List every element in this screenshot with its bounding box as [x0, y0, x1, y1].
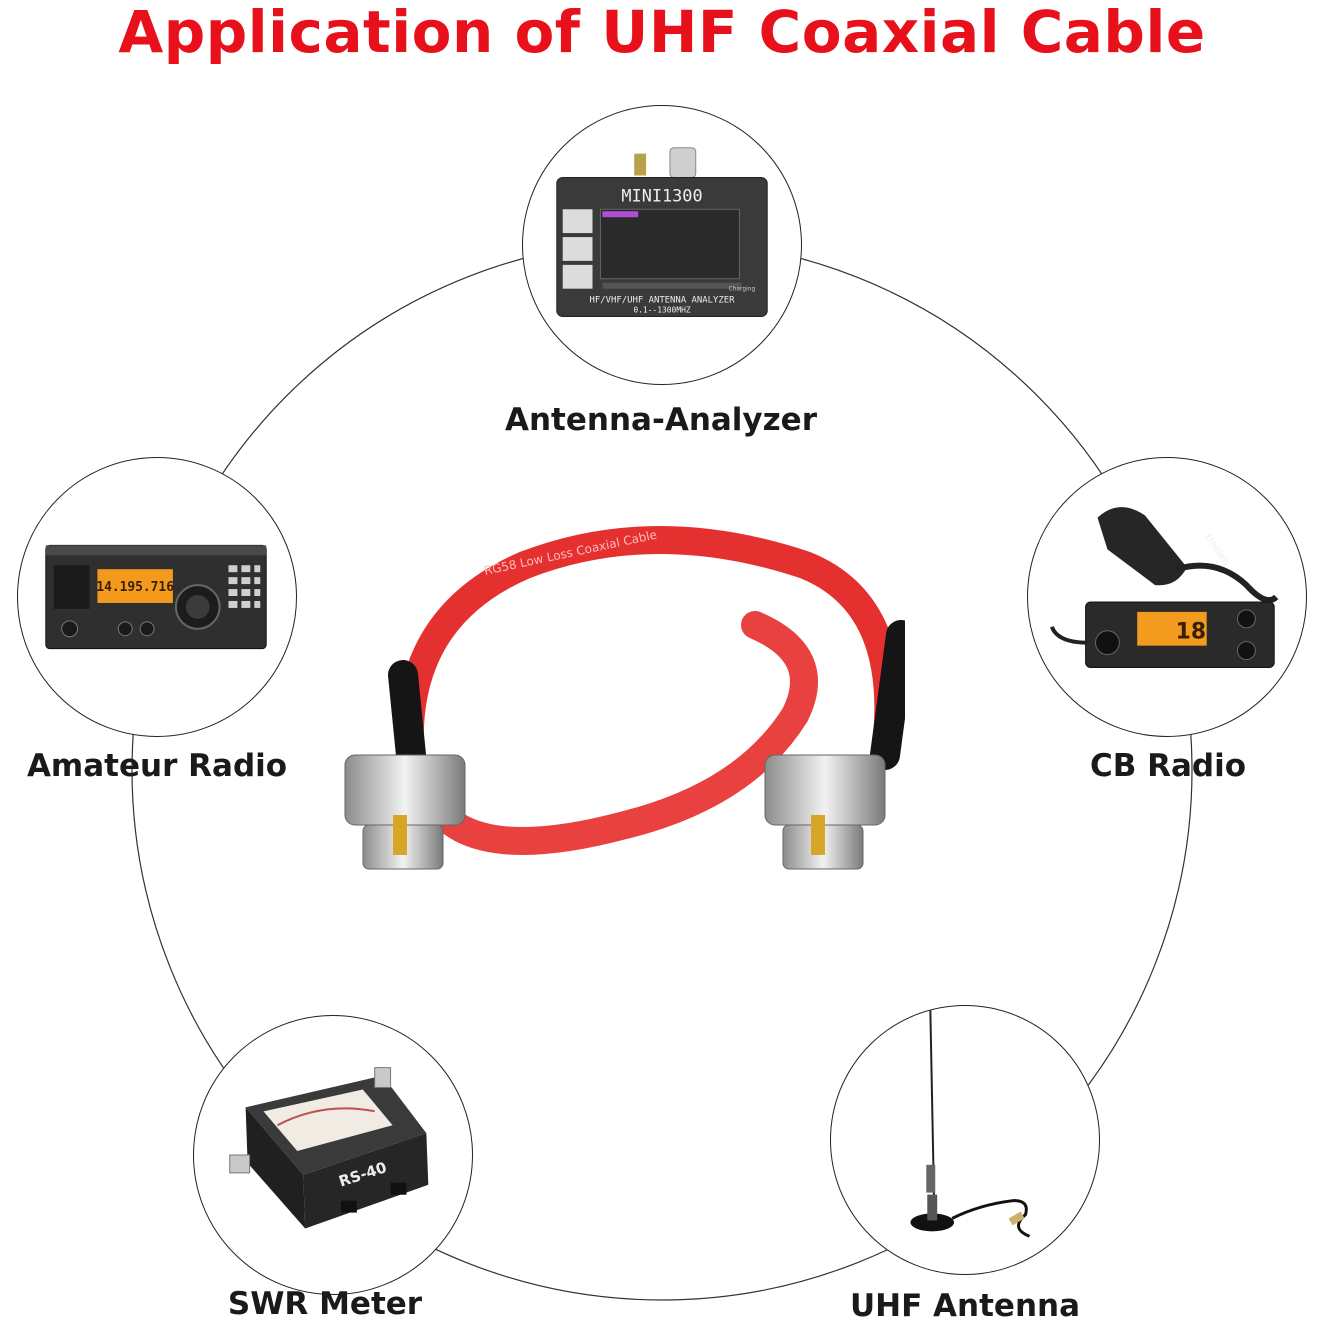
antenna-analyzer-node: MINI1300 HF/VHF/UHF ANTENNA ANALYZER 0.1… [522, 105, 802, 385]
analyzer-brand: MINI1300 [621, 185, 702, 205]
cb-radio-icon: Uniden 18 [1049, 507, 1279, 668]
left-uhf-connector [344, 754, 466, 870]
cable-loop-back [395, 526, 903, 809]
cable-loop-front [421, 611, 818, 855]
cb-mic-brand: Uniden [1202, 533, 1231, 568]
analyzer-status: Charging [728, 286, 755, 293]
uhf-antenna-node [830, 1005, 1100, 1275]
uhf-coaxial-cable-image: RG58 Low Loss Coaxial Cable [344, 526, 905, 870]
label-uhf-antenna: UHF Antenna [849, 1288, 1081, 1324]
label-swr-meter: SWR Meter [227, 1286, 423, 1322]
antenna-analyzer-icon: MINI1300 HF/VHF/UHF ANTENNA ANALYZER 0.1… [556, 147, 768, 317]
right-strain-relief [870, 620, 905, 770]
swr-meter-node: RS-40 [193, 1015, 473, 1295]
cb-channel-display: 18 [1176, 620, 1206, 645]
cb-radio-node: Uniden 18 [1027, 457, 1307, 737]
label-cb-radio: CB Radio [1089, 748, 1247, 784]
right-uhf-connector [764, 754, 886, 870]
radio-display-readout: 14.195.716 [96, 580, 174, 595]
uhf-antenna-icon [910, 1006, 1031, 1238]
amateur-radio-icon: 14.195.716 [45, 544, 267, 650]
analyzer-caption: HF/VHF/UHF ANTENNA ANALYZER [589, 296, 735, 306]
label-antenna-analyzer: Antenna-Analyzer [505, 402, 817, 438]
label-amateur-radio: Amateur Radio [26, 748, 288, 784]
analyzer-range: 0.1--1300MHZ [633, 306, 691, 315]
page-title: Application of UHF Coaxial Cable [118, 0, 1206, 66]
amateur-radio-node: 14.195.716 [17, 457, 297, 737]
swr-meter-icon: RS-40 [229, 1067, 429, 1229]
